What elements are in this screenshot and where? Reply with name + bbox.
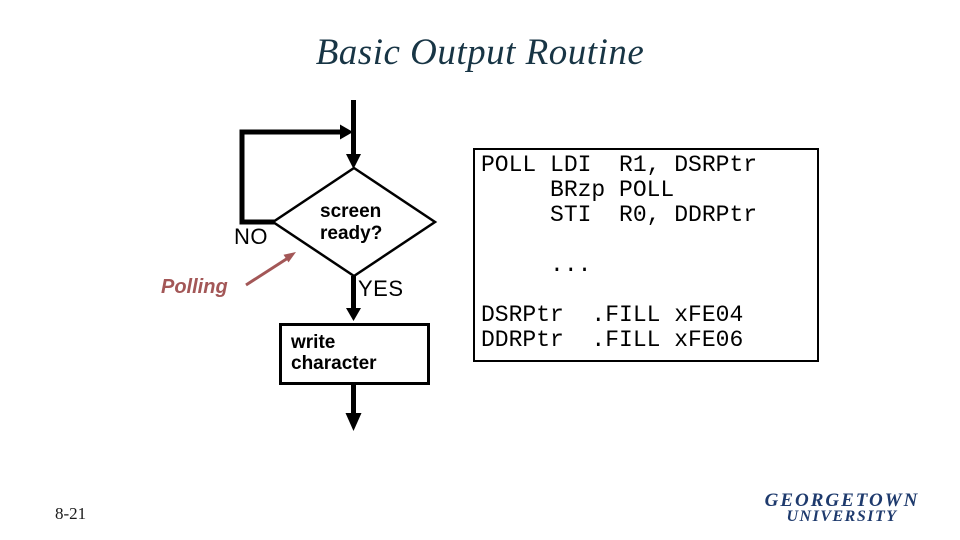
code-line: STI R0, DDRPtr	[481, 202, 758, 228]
code-line	[481, 228, 817, 253]
process-label-line2: character	[291, 353, 377, 374]
georgetown-logo: GEORGETOWN UNIVERSITY	[746, 490, 938, 525]
logo-line1: GEORGETOWN	[764, 490, 920, 511]
polling-arrowhead-icon	[283, 252, 296, 263]
decision-label-line2: ready?	[320, 223, 383, 244]
code-line: DSRPtr .FILL xFE04	[481, 302, 744, 328]
polling-arrow-line	[245, 256, 289, 287]
no-branch-label: NO	[234, 224, 268, 249]
decision-label-line1: screen	[320, 201, 382, 222]
yes-branch-label: YES	[358, 276, 404, 301]
code-line: ...	[481, 252, 592, 278]
code-line: BRzp POLL	[481, 177, 675, 203]
decision-label: screen ready?	[320, 201, 382, 245]
slide-title: Basic Output Routine	[315, 32, 645, 73]
page-number: 8-21	[55, 504, 87, 523]
entry-arrowhead-icon	[346, 154, 361, 169]
process-box: write character	[279, 323, 430, 385]
code-line: POLL LDI R1, DSRPtr	[481, 152, 758, 178]
process-label-line1: write	[291, 332, 336, 353]
code-line	[481, 278, 817, 303]
yes-arrowhead-icon	[346, 308, 361, 321]
polling-annotation: Polling	[161, 276, 228, 298]
no-loop-arrowhead-icon	[340, 124, 353, 140]
logo-line2: UNIVERSITY	[786, 508, 898, 525]
output-arrowhead-icon	[345, 413, 362, 431]
code-line: DDRPtr .FILL xFE06	[481, 327, 744, 353]
no-loop-line	[239, 129, 340, 225]
assembly-code-panel: POLL LDI R1, DSRPtr BRzp POLL STI R0, DD…	[473, 148, 819, 362]
